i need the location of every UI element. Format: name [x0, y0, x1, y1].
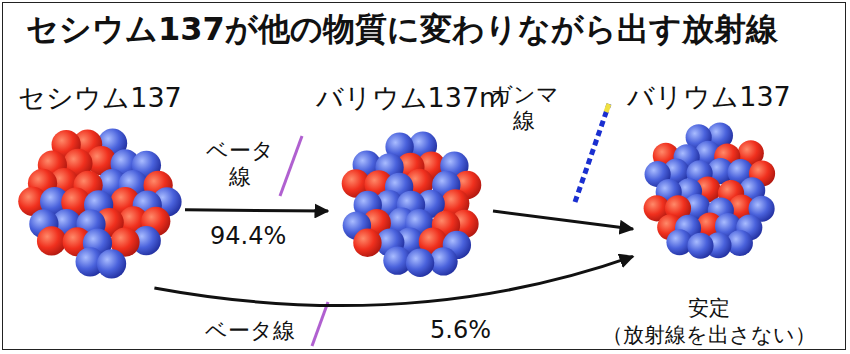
state-note: 安定 （放射線を出さない）	[589, 295, 829, 350]
percentage-label: 5.6%	[430, 316, 491, 344]
beta-ray-mark	[312, 302, 328, 346]
nucleus-illustration	[633, 115, 785, 267]
radiation-label: ベータ線	[205, 318, 295, 344]
gamma-ray-mark	[575, 104, 609, 202]
decay-arrow	[185, 210, 328, 211]
nuclide-name: バリウム137	[627, 81, 791, 112]
nucleus-illustration	[328, 122, 493, 287]
diagram-title: セシウム137が他の物質に変わりながら出す放射線	[26, 10, 778, 48]
gamma-ray-tip	[606, 104, 609, 112]
percentage-label: 94.4%	[210, 222, 286, 250]
nuclide-name: バリウム137m	[316, 82, 506, 113]
radiation-label: ベータ 線	[204, 138, 276, 191]
nucleus-illustration	[15, 118, 185, 288]
decay-arrow	[493, 211, 633, 229]
nuclide-name: セシウム137	[18, 82, 182, 113]
radiation-label: ガンマ 線	[488, 82, 560, 135]
nucleus-node: セシウム137	[15, 118, 185, 288]
nucleus-node: バリウム137安定 （放射線を出さない）	[633, 115, 785, 267]
beta-ray-mark	[280, 136, 302, 196]
nucleus-node: バリウム137m	[328, 122, 493, 287]
